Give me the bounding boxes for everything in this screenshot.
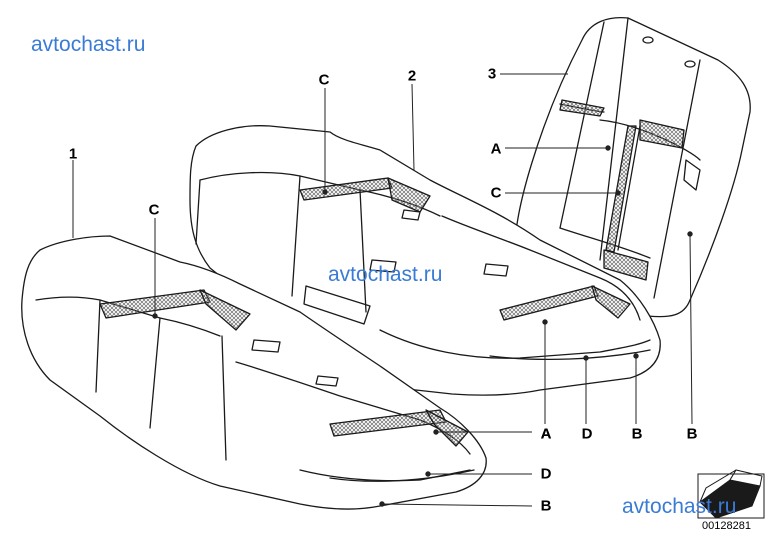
callout-d-rear: D — [581, 425, 593, 443]
callout-a-front: A — [540, 425, 552, 443]
callout-c-rear: C — [318, 71, 330, 89]
watermark-center: avtochast.ru — [328, 263, 443, 286]
callout-1: 1 — [68, 145, 78, 163]
callout-b-rear: B — [631, 425, 643, 443]
callout-b-back: B — [686, 425, 698, 443]
callout-2: 2 — [407, 67, 417, 85]
callout-c-back: C — [490, 184, 502, 202]
leader-lines — [72, 73, 693, 507]
catalog-sheet-icon — [697, 469, 765, 519]
callout-b-front: B — [540, 497, 552, 515]
watermark-bottom-right: avtochast.ru — [622, 495, 737, 518]
backrest-cover — [514, 16, 751, 318]
callout-a-back: A — [490, 140, 502, 158]
front-cushion-cover — [21, 235, 487, 510]
diagram-part-number: 00128281 — [702, 520, 751, 532]
callout-a-rear: A — [540, 425, 552, 443]
callout-c-front: C — [148, 201, 160, 219]
callout-d-front: D — [540, 465, 552, 483]
watermark-top-left: avtochast.ru — [31, 33, 146, 56]
callout-3: 3 — [487, 65, 497, 83]
